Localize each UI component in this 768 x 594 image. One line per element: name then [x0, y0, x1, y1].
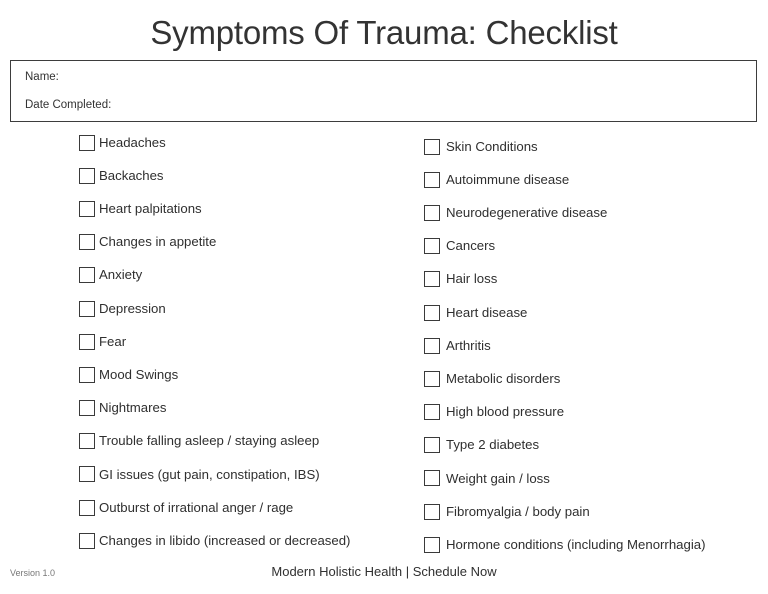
checkbox-icon[interactable] [79, 499, 95, 516]
footer-credit-link[interactable]: Modern Holistic Health | Schedule Now [271, 564, 497, 579]
checkbox-icon[interactable] [79, 200, 95, 217]
checklist-item-label: Changes in libido (increased or decrease… [99, 532, 351, 548]
checklist-item[interactable]: Backaches [79, 159, 409, 192]
checkbox-icon[interactable] [424, 503, 440, 520]
checkbox-icon[interactable] [79, 134, 95, 151]
checklist-item-label: Changes in appetite [99, 234, 217, 250]
checklist-item-label: GI issues (gut pain, constipation, IBS) [99, 466, 320, 482]
checklist-item[interactable]: Mood Swings [79, 358, 409, 391]
checklist-item[interactable]: Fibromyalgia / body pain [424, 495, 764, 528]
page-title: Symptoms Of Trauma: Checklist [150, 14, 618, 51]
checkbox-icon[interactable] [424, 171, 440, 188]
version-label: Version 1.0 [10, 568, 56, 578]
checklist-item-label: High blood pressure [446, 404, 565, 420]
date-completed-field-label: Date Completed: [25, 98, 112, 111]
checklist-item[interactable]: GI issues (gut pain, constipation, IBS) [79, 458, 409, 491]
checkbox-icon[interactable] [79, 433, 95, 450]
name-field-label: Name: [25, 71, 59, 83]
checklist-item[interactable]: Heart disease [424, 296, 764, 329]
checklist-item[interactable]: Arthritis [424, 329, 764, 362]
checklist-item-label: Skin Conditions [446, 138, 538, 154]
checkbox-icon[interactable] [424, 138, 440, 155]
checklist-item-label: Heart palpitations [99, 201, 202, 217]
checklist-item-label: Neurodegenerative disease [446, 205, 608, 221]
checklist-item-label: Outburst of irrational anger / rage [99, 499, 294, 515]
checklist-item-label: Backaches [99, 167, 164, 183]
checklist-item-label: Mood Swings [99, 366, 179, 382]
checklist-item-label: Type 2 diabetes [446, 437, 540, 453]
checkbox-icon[interactable] [424, 437, 440, 454]
checklist-item-label: Heart disease [446, 304, 528, 320]
checkbox-icon[interactable] [79, 466, 95, 483]
checklist-item-label: Trouble falling asleep / staying asleep [99, 433, 320, 449]
checklist-item-label: Hair loss [446, 271, 498, 287]
checkbox-icon[interactable] [424, 337, 440, 354]
checkbox-icon[interactable] [79, 366, 95, 383]
checklist-item[interactable]: Anxiety [79, 259, 409, 292]
checklist-item-label: Fear [99, 333, 127, 349]
checklist-item[interactable]: Nightmares [79, 392, 409, 425]
checklist-item[interactable]: Headaches [79, 126, 409, 159]
checklist-item-label: Cancers [446, 238, 496, 254]
checklist-item-label: Autoimmune disease [446, 171, 570, 187]
checklist-item-label: Weight gain / loss [446, 470, 550, 486]
checklist-item-label: Depression [99, 300, 166, 316]
checklist-item-label: Headaches [99, 134, 166, 150]
checkbox-icon[interactable] [79, 300, 95, 317]
checklist-item[interactable]: Hair loss [424, 263, 764, 296]
checklist-item[interactable]: Outburst of irrational anger / rage [79, 491, 409, 524]
checkbox-icon[interactable] [79, 267, 95, 284]
checklist-item[interactable]: Depression [79, 292, 409, 325]
checklist-item[interactable]: Cancers [424, 230, 764, 263]
checklist-item[interactable]: Changes in appetite [79, 226, 409, 259]
checklist-item-label: Arthritis [446, 337, 491, 353]
checklist-item[interactable]: Neurodegenerative disease [424, 196, 764, 229]
checklist-item[interactable]: Changes in libido (increased or decrease… [79, 524, 409, 557]
checklist-item[interactable]: Skin Conditions [424, 130, 764, 163]
checkbox-icon[interactable] [424, 536, 440, 553]
checklist-item-label: Anxiety [99, 267, 143, 283]
checkbox-icon[interactable] [79, 333, 95, 350]
checklist-item[interactable]: Heart palpitations [79, 192, 409, 225]
checkbox-icon[interactable] [424, 271, 440, 288]
checkbox-icon[interactable] [79, 532, 95, 549]
checkbox-icon[interactable] [424, 370, 440, 387]
checkbox-icon[interactable] [424, 304, 440, 321]
checklist-item[interactable]: High blood pressure [424, 396, 764, 429]
checklist-item-label: Hormone conditions (including Menorrhagi… [446, 536, 706, 552]
patient-info-box: Name: Date Completed: [10, 60, 757, 122]
checklist-item-label: Fibromyalgia / body pain [446, 503, 590, 519]
checkbox-icon[interactable] [424, 470, 440, 487]
checkbox-icon[interactable] [79, 167, 95, 184]
checklist-item[interactable]: Metabolic disorders [424, 362, 764, 395]
page-footer: Version 1.0 Modern Holistic Health | Sch… [0, 564, 768, 586]
checklist-item-label: Metabolic disorders [446, 370, 561, 386]
checkbox-icon[interactable] [79, 234, 95, 251]
checklist-item[interactable]: Fear [79, 325, 409, 358]
checklist-item[interactable]: Weight gain / loss [424, 462, 764, 495]
checkbox-icon[interactable] [424, 238, 440, 255]
checklist-item[interactable]: Autoimmune disease [424, 163, 764, 196]
checklist-item[interactable]: Hormone conditions (including Menorrhagi… [424, 528, 764, 561]
checkbox-icon[interactable] [79, 400, 95, 417]
checklist-item[interactable]: Type 2 diabetes [424, 429, 764, 462]
checkbox-icon[interactable] [424, 404, 440, 421]
checklist-item-label: Nightmares [99, 400, 167, 416]
checklist-item[interactable]: Trouble falling asleep / staying asleep [79, 425, 409, 458]
checkbox-icon[interactable] [424, 204, 440, 221]
